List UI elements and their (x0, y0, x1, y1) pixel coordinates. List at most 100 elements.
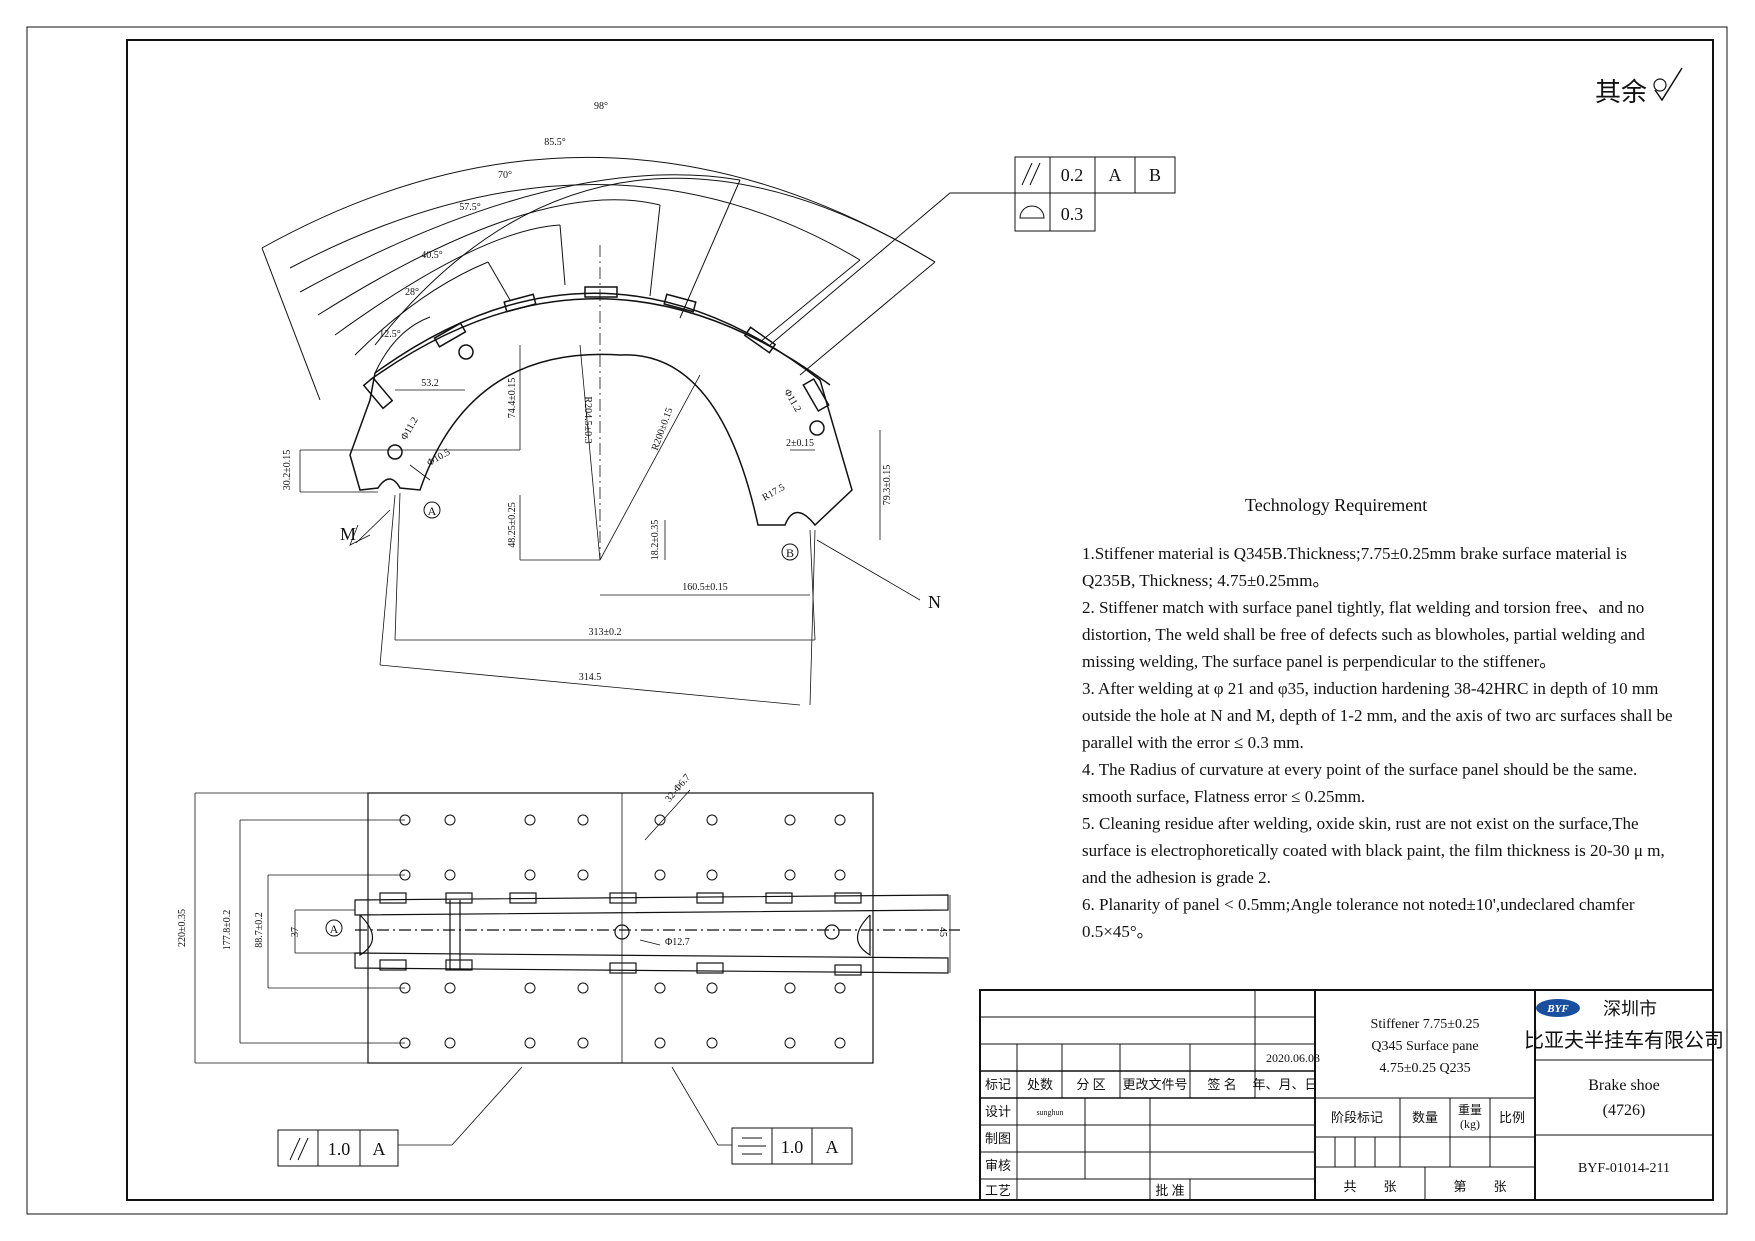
dim-45: 45 (937, 927, 948, 937)
tol-br-value: 1.0 (781, 1137, 804, 1157)
tb-number: 第 (1453, 1179, 1466, 1194)
dim-phi-11-right: Φ11.2 (781, 387, 803, 414)
tol-bl-datum: A (373, 1139, 386, 1159)
logo-text: BYF (1546, 1003, 1569, 1015)
drawing-number: BYF-01014-211 (1578, 1161, 1670, 1176)
tb-h-sign: 签 名 (1207, 1077, 1236, 1092)
dim-r204: R204.5±0.3 (582, 396, 593, 443)
tech-item-1: 1.Stiffener material is Q345B.Thickness;… (1082, 544, 1627, 590)
tb-weight-unit: (kg) (1460, 1117, 1480, 1131)
dim-phi-11-left: Φ11.2 (399, 415, 421, 442)
tb-row-draw: 制图 (985, 1131, 1011, 1146)
dim-32-phi6-7: 32-Φ6.7 (663, 772, 693, 804)
tb-material-2: Q345 Surface pane (1371, 1039, 1478, 1054)
plan-view-dim-lines (194, 789, 951, 1146)
arc-dimensions (261, 156, 936, 401)
tol-br-datum: A (826, 1137, 839, 1157)
top-tolerance-frame: 0.2 A B 0.3 (769, 156, 1176, 346)
tb-stage: 阶段标记 (1331, 1110, 1383, 1125)
roughness-circle-icon (1653, 78, 1667, 92)
tol-top-datum-a: A (1109, 165, 1122, 185)
tech-item-4: 4. The Radius of curvature at every poin… (1082, 760, 1638, 806)
parallelism-icon (289, 1137, 309, 1161)
tol-top-value: 0.2 (1061, 165, 1084, 185)
company-line-1: 深圳市 (1603, 999, 1657, 1019)
dim-74-4: 74.4±0.15 (507, 378, 518, 419)
part-name: Brake shoe (1588, 1077, 1660, 1094)
datum-b-label: B (786, 546, 794, 560)
dim-18-2: 18.2±0.35 (650, 520, 661, 561)
datum-a-plan-label: A (330, 922, 339, 936)
callout-n: N (928, 592, 941, 612)
arc-angle-28: 28° (405, 287, 419, 298)
brake-shoe-plan-view (354, 792, 960, 1064)
dim-177-8: 177.8±0.2 (222, 910, 233, 951)
dim-phi12-7: Φ12.7 (665, 937, 690, 948)
datum-b-marker (781, 543, 799, 561)
company-line-2: 比亚夫半挂车有限公司 (1524, 1029, 1724, 1052)
dim-79-3: 79.3±0.15 (882, 465, 893, 506)
dim-2-15: 2±0.15 (786, 438, 814, 449)
dim-313: 313±0.2 (589, 627, 622, 638)
symmetry-icon (738, 1137, 766, 1155)
tb-sheet1: 张 (1383, 1179, 1396, 1194)
tb-material-3: 4.75±0.25 Q235 (1379, 1061, 1470, 1076)
arc-angle-70: 70° (498, 170, 512, 181)
part-code: (4726) (1603, 1102, 1646, 1119)
tb-h-change: 更改文件号 (1122, 1077, 1187, 1092)
callout-m: M (340, 524, 356, 544)
tb-total: 共 (1343, 1179, 1356, 1194)
dim-r17-5: R17.5 (761, 482, 787, 504)
tb-row-review: 审核 (985, 1158, 1011, 1173)
title-block (979, 989, 1714, 1201)
profile-surface-icon (1019, 205, 1045, 219)
inner-border (126, 39, 1714, 1201)
tb-approve: 批 准 (1155, 1183, 1184, 1198)
tol-bl-value: 1.0 (328, 1139, 351, 1159)
tech-item-6: 6. Planarity of panel < 0.5mm;Angle tole… (1082, 895, 1635, 941)
dim-30-2: 30.2±0.15 (282, 450, 293, 491)
dim-37: 37 (290, 927, 301, 937)
tb-row-process: 工艺 (985, 1183, 1011, 1198)
tb-scale: 比例 (1499, 1110, 1525, 1125)
dim-48-25: 48.25±0.25 (507, 502, 518, 548)
arc-angle-98: 98° (594, 101, 608, 112)
tb-date: 2020.06.03 (1266, 1051, 1320, 1065)
plan-view-holes (399, 814, 846, 1049)
tol-profile-value: 0.3 (1061, 204, 1084, 224)
arc-angle-40: 40.5° (421, 250, 443, 261)
dim-88-7: 88.7±0.2 (254, 912, 265, 948)
datum-a-plan-marker (325, 919, 343, 937)
parallelism-icon (1021, 162, 1041, 186)
datum-a-marker (423, 501, 441, 519)
tech-item-5: 5. Cleaning residue after welding, oxide… (1082, 814, 1665, 887)
arc-angle-57: 57.5° (459, 202, 481, 213)
tb-h-count: 处数 (1027, 1077, 1053, 1092)
tb-h-mark: 标记 (985, 1077, 1011, 1092)
datum-a-label: A (428, 504, 437, 518)
arc-angle-12: 12.5° (379, 329, 401, 340)
tech-requirements: 1.Stiffener material is Q345B.Thickness;… (1082, 540, 1682, 945)
roughness-symbol-icon (1654, 67, 1683, 102)
dim-314-5: 314.5 (579, 672, 602, 683)
tech-title: Technology Requirement (1245, 495, 1428, 515)
tol-top-datum-b: B (1149, 165, 1161, 185)
tb-weight: 重量 (1458, 1103, 1482, 1117)
tb-qty: 数量 (1412, 1110, 1438, 1125)
bottom-right-tolerance-frame: 1.0 A (731, 1127, 853, 1165)
tb-h-zone: 分 区 (1076, 1077, 1105, 1092)
dim-r200: R200±0.15 (650, 406, 676, 452)
tb-designer: sunghun (1036, 1108, 1063, 1117)
tb-material-1: Stiffener 7.75±0.25 (1371, 1017, 1480, 1032)
dim-220: 220±0.35 (177, 909, 188, 947)
tech-item-3: 3. After welding at φ 21 and φ35, induct… (1082, 679, 1673, 752)
dim-53-2: 53.2 (421, 378, 439, 389)
dim-160-5: 160.5±0.15 (682, 582, 728, 593)
arc-angle-85: 85.5° (544, 137, 566, 148)
tb-sheet2: 张 (1493, 1179, 1506, 1194)
bottom-left-tolerance-frame: 1.0 A (277, 1129, 399, 1167)
outer-border (26, 26, 1728, 1215)
corner-roughness-note: 其余 (1595, 78, 1648, 108)
tb-row-design: 设计 (985, 1104, 1011, 1119)
